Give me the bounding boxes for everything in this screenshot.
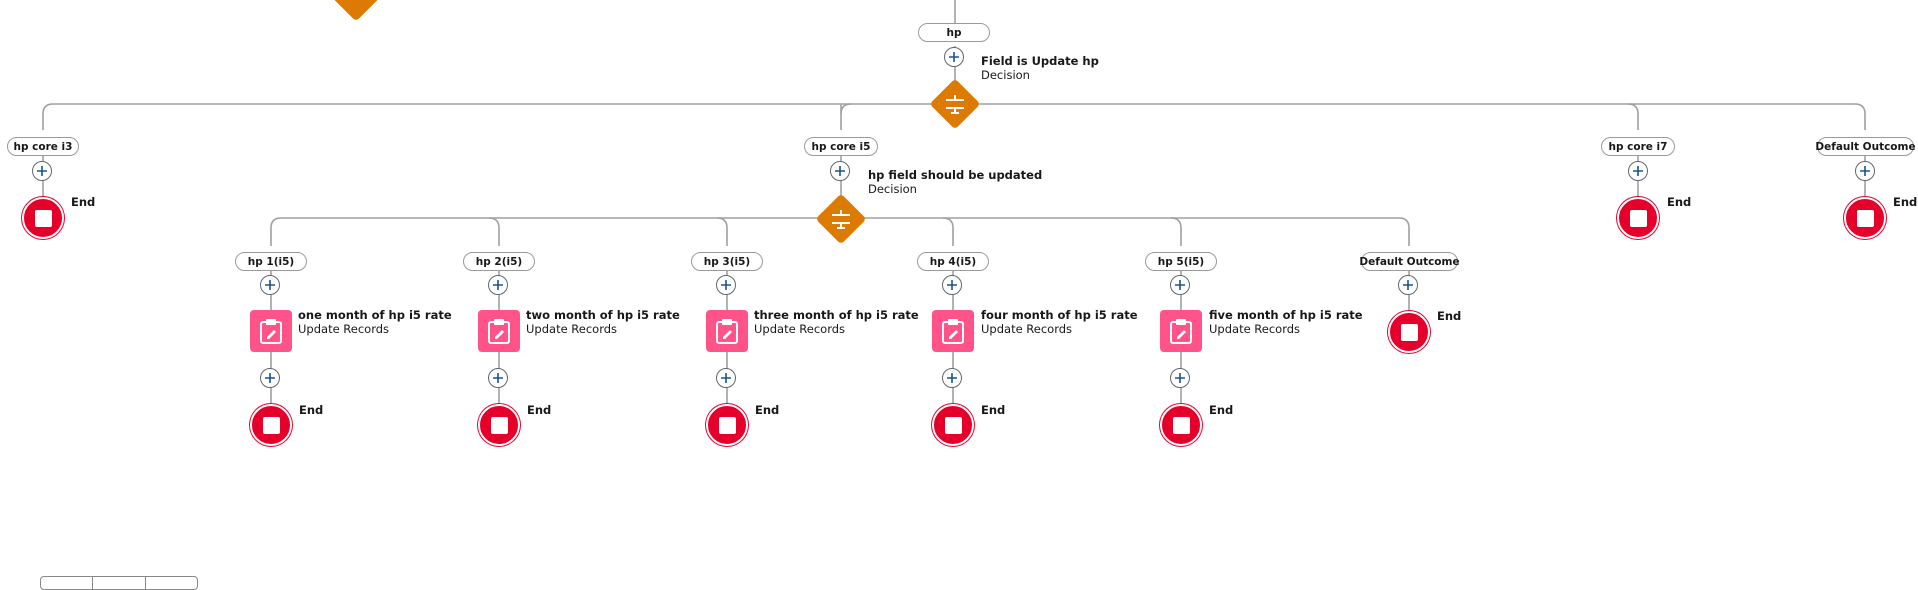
add-element-button[interactable] [1855, 161, 1875, 181]
end-node[interactable] [478, 404, 520, 446]
add-element-button[interactable] [716, 368, 736, 388]
zoom-in-button[interactable] [93, 577, 146, 589]
update-records-label: four month of hp i5 rate Update Records [981, 308, 1138, 336]
clipboard-edit-icon [942, 319, 964, 344]
outcome-pill-hp-1-i5[interactable]: hp 1(i5) [235, 252, 307, 271]
update-records-node[interactable] [478, 310, 520, 352]
clipboard-edit-icon [1170, 319, 1192, 344]
plus-icon [1403, 280, 1413, 290]
decision-subtitle: Decision [981, 68, 1030, 82]
update-records-label: three month of hp i5 rate Update Records [754, 308, 919, 336]
outcome-pill-hp-5-i5[interactable]: hp 5(i5) [1145, 252, 1217, 271]
plus-icon [835, 166, 845, 176]
plus-icon [493, 280, 503, 290]
outcome-pill-hp-2-i5[interactable]: hp 2(i5) [463, 252, 535, 271]
end-label: End [755, 403, 780, 417]
end-label: End [527, 403, 552, 417]
update-records-node[interactable] [932, 310, 974, 352]
plus-icon [1860, 166, 1870, 176]
add-element-button[interactable] [1628, 161, 1648, 181]
plus-icon [1175, 373, 1185, 383]
add-element-button[interactable] [260, 275, 280, 295]
update-records-label: five month of hp i5 rate Update Records [1209, 308, 1363, 336]
zoom-out-button[interactable] [41, 577, 94, 589]
plus-icon [1175, 280, 1185, 290]
update-records-node[interactable] [1160, 310, 1202, 352]
decision-icon[interactable] [812, 190, 870, 248]
plus-icon [265, 280, 275, 290]
stop-icon [262, 416, 280, 434]
stop-icon [944, 416, 962, 434]
add-element-button[interactable] [942, 275, 962, 295]
end-label: End [1667, 195, 1692, 209]
outcome-pill-hp-3-i5[interactable]: hp 3(i5) [691, 252, 763, 271]
fit-view-button[interactable] [146, 577, 197, 589]
update-records-label: one month of hp i5 rate Update Records [298, 308, 452, 336]
clipboard-edit-icon [716, 319, 738, 344]
add-element-button[interactable] [942, 368, 962, 388]
plus-icon [947, 373, 957, 383]
end-node[interactable] [932, 404, 974, 446]
stop-icon [34, 209, 52, 227]
clipboard-edit-icon [488, 319, 510, 344]
outcome-pill-hp[interactable]: hp [918, 23, 990, 42]
add-element-button[interactable] [32, 161, 52, 181]
stop-icon [718, 416, 736, 434]
end-label: End [1209, 403, 1234, 417]
end-label: End [1437, 309, 1462, 323]
add-element-button[interactable] [944, 47, 964, 67]
decision-icon[interactable] [926, 75, 984, 133]
end-node[interactable] [1617, 197, 1659, 239]
plus-icon [1633, 166, 1643, 176]
outcome-pill-hp-core-i5[interactable]: hp core i5 [804, 137, 878, 156]
partial-decision-icon[interactable] [331, 0, 382, 21]
decision-label-top: Field is Update hp Decision [981, 54, 1099, 82]
end-node[interactable] [1844, 197, 1886, 239]
clipboard-edit-icon [260, 319, 282, 344]
stop-icon [1400, 323, 1418, 341]
outcome-pill-hp-4-i5[interactable]: hp 4(i5) [917, 252, 989, 271]
update-records-label: two month of hp i5 rate Update Records [526, 308, 680, 336]
stop-icon [1856, 209, 1874, 227]
add-element-button[interactable] [716, 275, 736, 295]
plus-icon [721, 280, 731, 290]
decision-label-mid: hp field should be updated Decision [868, 168, 1042, 196]
add-element-button[interactable] [260, 368, 280, 388]
end-node[interactable] [1160, 404, 1202, 446]
stop-icon [490, 416, 508, 434]
end-node[interactable] [706, 404, 748, 446]
end-label: End [71, 195, 96, 209]
decision-title: Field is Update hp [981, 54, 1099, 68]
plus-icon [721, 373, 731, 383]
stop-icon [1172, 416, 1190, 434]
add-element-button[interactable] [1170, 275, 1190, 295]
outcome-pill-default[interactable]: Default Outcome [1815, 137, 1916, 156]
plus-icon [949, 52, 959, 62]
outcome-pill-default[interactable]: Default Outcome [1359, 252, 1460, 271]
end-label: End [299, 403, 324, 417]
update-records-node[interactable] [706, 310, 748, 352]
end-label: End [981, 403, 1006, 417]
add-element-button[interactable] [488, 275, 508, 295]
stop-icon [1629, 209, 1647, 227]
decision-title: hp field should be updated [868, 168, 1043, 182]
add-element-button[interactable] [1170, 368, 1190, 388]
end-node[interactable] [22, 197, 64, 239]
outcome-pill-hp-core-i3[interactable]: hp core i3 [7, 137, 79, 156]
end-node[interactable] [250, 404, 292, 446]
decision-subtitle: Decision [868, 182, 917, 196]
end-node[interactable] [1388, 311, 1430, 353]
add-element-button[interactable] [830, 161, 850, 181]
plus-icon [265, 373, 275, 383]
add-element-button[interactable] [488, 368, 508, 388]
update-records-node[interactable] [250, 310, 292, 352]
add-element-button[interactable] [1398, 275, 1418, 295]
plus-icon [37, 166, 47, 176]
plus-icon [947, 280, 957, 290]
zoom-toolbar[interactable] [40, 576, 198, 590]
plus-icon [493, 373, 503, 383]
outcome-pill-hp-core-i7[interactable]: hp core i7 [1601, 137, 1675, 156]
end-label: End [1893, 195, 1918, 209]
